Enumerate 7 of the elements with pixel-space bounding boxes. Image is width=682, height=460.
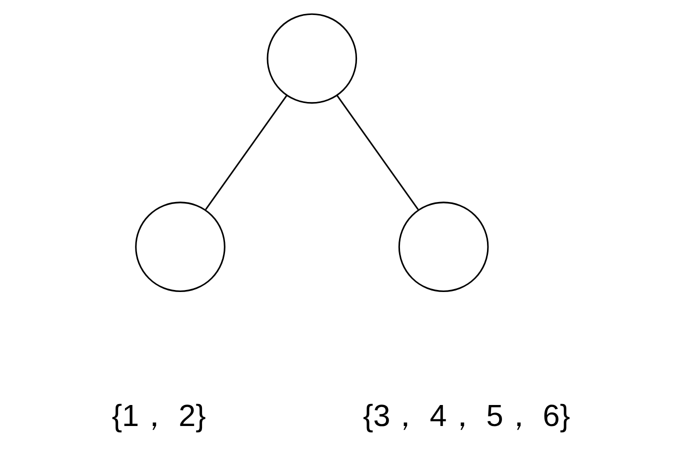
node-circle <box>266 13 358 104</box>
node-circle <box>135 202 226 292</box>
node-label: {1， 2} <box>112 398 206 433</box>
connector <box>336 94 419 210</box>
connector <box>205 94 288 210</box>
node-label: {3， 4， 5， 6} <box>363 398 570 433</box>
node-circle <box>398 202 489 292</box>
